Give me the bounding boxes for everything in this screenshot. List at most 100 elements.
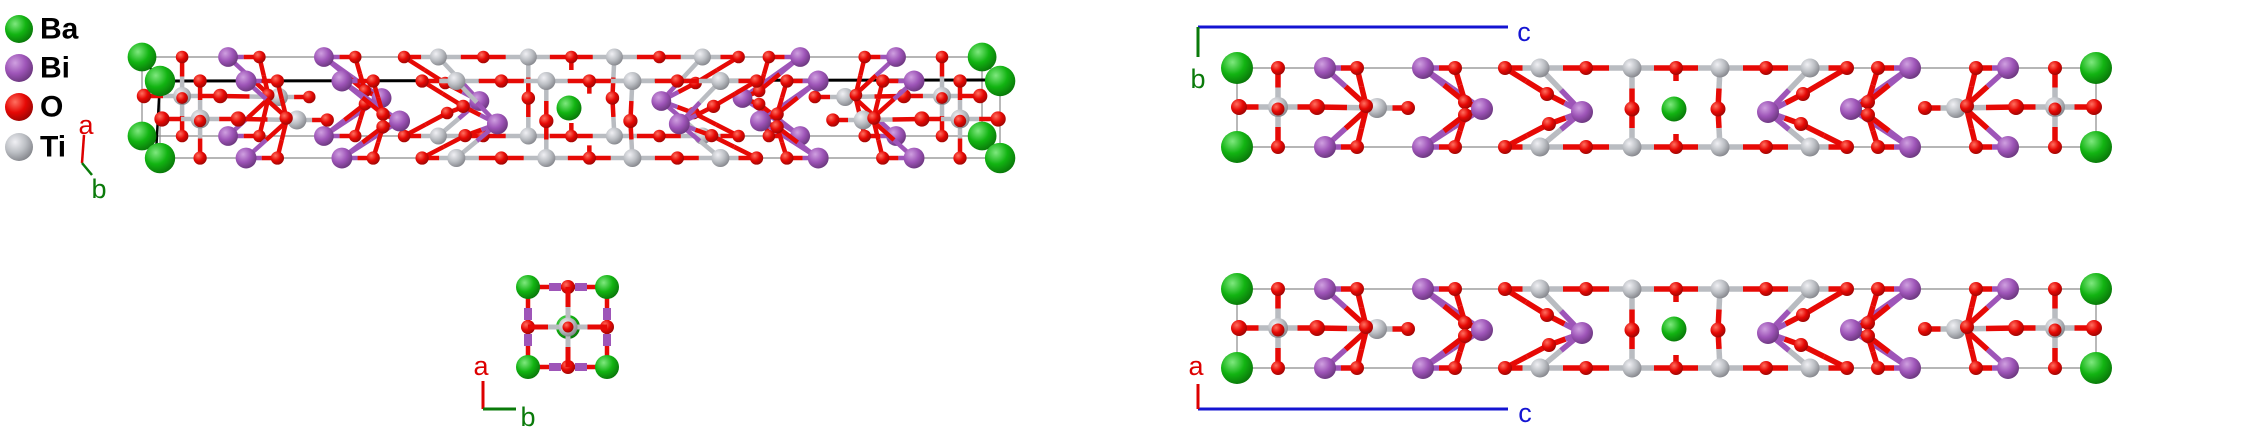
atom-o	[1861, 108, 1875, 122]
atom-o	[953, 74, 967, 88]
atom-o	[1309, 320, 1325, 336]
atom-o	[1969, 282, 1983, 296]
atom-o	[440, 106, 454, 120]
atom-bi	[1997, 278, 2019, 300]
atom-o	[670, 151, 685, 165]
atom-o	[154, 111, 170, 127]
atom-ti	[1710, 279, 1730, 299]
atom-o	[415, 74, 429, 88]
atom-o	[1350, 61, 1364, 75]
atom-o	[1960, 320, 1974, 334]
atom-o	[565, 129, 578, 143]
atom-o	[1458, 329, 1472, 343]
atom-o	[780, 151, 794, 165]
atom-ti	[1710, 58, 1730, 78]
atom-ba	[556, 95, 582, 121]
atom-bi	[1412, 136, 1434, 158]
atom-o	[193, 74, 207, 88]
atom-o	[1350, 140, 1364, 154]
atom-o	[1871, 140, 1885, 154]
atom-o	[1448, 361, 1462, 375]
atom-ba	[595, 275, 619, 299]
atom-o	[914, 111, 930, 127]
axis-line-perspective-ab	[80, 134, 86, 164]
atom-o	[1458, 95, 1472, 109]
atom-ba	[1221, 131, 1253, 163]
atom-o	[1448, 140, 1462, 154]
atom-o	[270, 151, 285, 165]
atom-o	[1231, 99, 1247, 115]
atom-o	[494, 151, 508, 165]
axis-line-perspective-ab	[81, 162, 93, 176]
atom-o	[230, 111, 246, 127]
atom-bi	[1571, 101, 1593, 123]
atom-o	[1271, 61, 1285, 75]
atom-bi	[1412, 278, 1434, 300]
atom-o	[1710, 101, 1726, 117]
atom-o	[732, 129, 745, 143]
legend-label-ba: Ba	[40, 13, 79, 46]
atom-o	[458, 128, 472, 143]
atom-o	[1540, 308, 1554, 322]
atom-ba	[967, 121, 997, 151]
legend-swatch-o	[5, 93, 33, 121]
atom-bi	[1840, 98, 1862, 120]
atom-bi	[1899, 57, 1921, 79]
legend-swatch-ti	[5, 133, 33, 161]
legend-swatch-bi	[5, 54, 33, 82]
atom-ti	[519, 48, 537, 66]
atom-o	[1579, 361, 1593, 375]
atom-o	[1401, 322, 1415, 336]
atom-ti	[519, 127, 537, 145]
atom-o	[1350, 282, 1364, 296]
atom-o	[867, 111, 881, 125]
atom-ti	[1800, 358, 1820, 378]
atom-o	[1448, 61, 1462, 75]
bond-half-o	[1964, 330, 1975, 351]
atom-o	[1960, 99, 1974, 113]
atom-o	[376, 120, 390, 134]
atom-o	[1669, 361, 1683, 375]
atom-o	[562, 321, 574, 333]
atom-o	[175, 129, 189, 143]
atom-o	[605, 91, 620, 105]
atom-bi	[1314, 357, 1336, 379]
bond-half-o	[872, 120, 896, 142]
atom-o	[1579, 282, 1593, 296]
atom-ti	[1622, 137, 1642, 157]
atom-o	[1309, 99, 1325, 115]
atom-o	[1969, 361, 1983, 375]
atom-ti	[711, 71, 730, 91]
atom-o	[1271, 361, 1285, 375]
atom-ti	[623, 149, 642, 168]
atom-o	[1498, 361, 1512, 375]
axis-label-c: c	[1518, 398, 1532, 428]
legend-label-o: O	[40, 91, 63, 124]
bond-half-o	[279, 121, 289, 141]
atom-o	[1624, 101, 1640, 117]
atom-o	[1458, 316, 1472, 330]
atom-ba	[144, 142, 176, 174]
atom-bi	[218, 126, 238, 146]
atom-o	[770, 107, 784, 121]
atom-o	[1969, 140, 1983, 154]
atom-o	[1918, 322, 1932, 336]
atom-bi	[750, 110, 771, 132]
axis-label-c: c	[1517, 17, 1531, 47]
atom-o	[565, 50, 578, 64]
atom-o	[1759, 61, 1773, 75]
atom-ti	[1622, 279, 1642, 299]
atom-o	[213, 88, 228, 104]
atom-o	[348, 50, 362, 64]
atom-bi	[651, 91, 672, 111]
atom-ti	[1800, 137, 1820, 157]
atom-o	[749, 151, 764, 165]
atom-ba	[127, 42, 157, 72]
atom-o	[936, 92, 948, 104]
legend-label-bi: Bi	[40, 52, 70, 85]
atom-o	[1271, 323, 1285, 337]
atom-o	[2048, 282, 2062, 296]
atom-o	[1498, 140, 1512, 154]
atom-o	[1840, 140, 1854, 154]
